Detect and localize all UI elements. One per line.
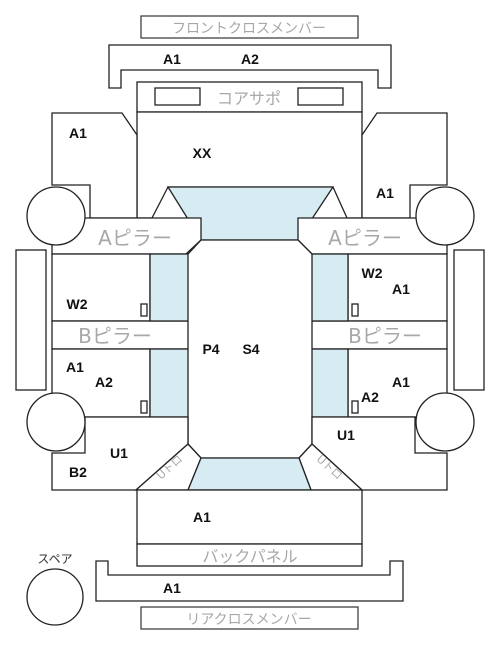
right-b-pillar [309, 320, 448, 350]
right-rear-door-handle [351, 400, 359, 414]
trunk [136, 489, 363, 545]
front-bumper-grade-a1: A1 [163, 51, 181, 67]
right-rear-wheel [415, 392, 475, 452]
left-front-fender-grade: A1 [69, 125, 87, 141]
spare-tire-label: スペア [37, 552, 72, 566]
left-rear-door-handle [140, 400, 148, 414]
left-side-step [15, 249, 47, 391]
left-rear-fender-grade-b2: B2 [69, 464, 87, 480]
roof-grade-s4: S4 [242, 341, 259, 357]
rear-cross-member-box [140, 606, 359, 630]
right-rear-fender-grade-u1: U1 [337, 427, 355, 443]
right-front-door-handle [351, 303, 359, 317]
left-front-door [51, 253, 151, 322]
right-rear-window [309, 348, 349, 418]
left-a-pillar-label: Aピラー [98, 226, 172, 250]
left-rear-fender [51, 416, 189, 491]
right-front-fender [361, 112, 448, 219]
right-front-fender-grade: A1 [376, 185, 394, 201]
left-rear-wheel [26, 392, 86, 452]
right-side-step [453, 249, 485, 391]
right-b-pillar-label: Bピラー [348, 324, 422, 348]
left-b-pillar [51, 320, 190, 350]
front-cross-member-box [140, 15, 359, 39]
rear-window [187, 457, 312, 491]
left-b-pillar-label: Bピラー [78, 324, 152, 348]
right-front-window [309, 253, 349, 322]
right-front-door-grade-w2: W2 [362, 265, 383, 281]
right-front-wheel [415, 186, 475, 246]
core-support-label: コアサポ [217, 89, 281, 108]
front-bumper [108, 44, 392, 89]
right-rear-door-grade-a1: A1 [392, 374, 410, 390]
right-headlight [297, 87, 344, 106]
right-rear-door-grade-a2: A2 [361, 389, 379, 405]
left-rear-door-grade-a1: A1 [66, 359, 84, 375]
front-bumper-grade-a2: A2 [241, 51, 259, 67]
left-headlight [154, 87, 201, 106]
back-panel-label: バックパネル [202, 547, 297, 566]
left-front-wheel [26, 186, 86, 246]
left-rear-window [149, 348, 190, 418]
rear-cross-member-label: リアクロスメンバー [186, 612, 311, 628]
rear-bumper-grade: A1 [163, 580, 181, 596]
right-front-door [347, 253, 448, 322]
hood-grade: XX [193, 145, 212, 161]
trunk-grade: A1 [193, 509, 211, 525]
right-a-pillar-label: Aピラー [328, 226, 402, 250]
left-front-door-grade: W2 [67, 296, 88, 312]
left-rear-fender-grade-u1: U1 [110, 445, 128, 461]
right-front-door-grade-a1: A1 [392, 281, 410, 297]
roof-grade-p4: P4 [202, 341, 219, 357]
left-rear-door-grade-a2: A2 [95, 374, 113, 390]
left-a-pillar [51, 217, 202, 255]
rear-bumper [95, 560, 404, 602]
front-cross-member-label: フロントクロスメンバー [172, 21, 326, 37]
spare-tire [26, 568, 84, 626]
back-panel [136, 543, 363, 567]
left-front-window [149, 253, 190, 322]
left-front-door-handle [140, 303, 148, 317]
